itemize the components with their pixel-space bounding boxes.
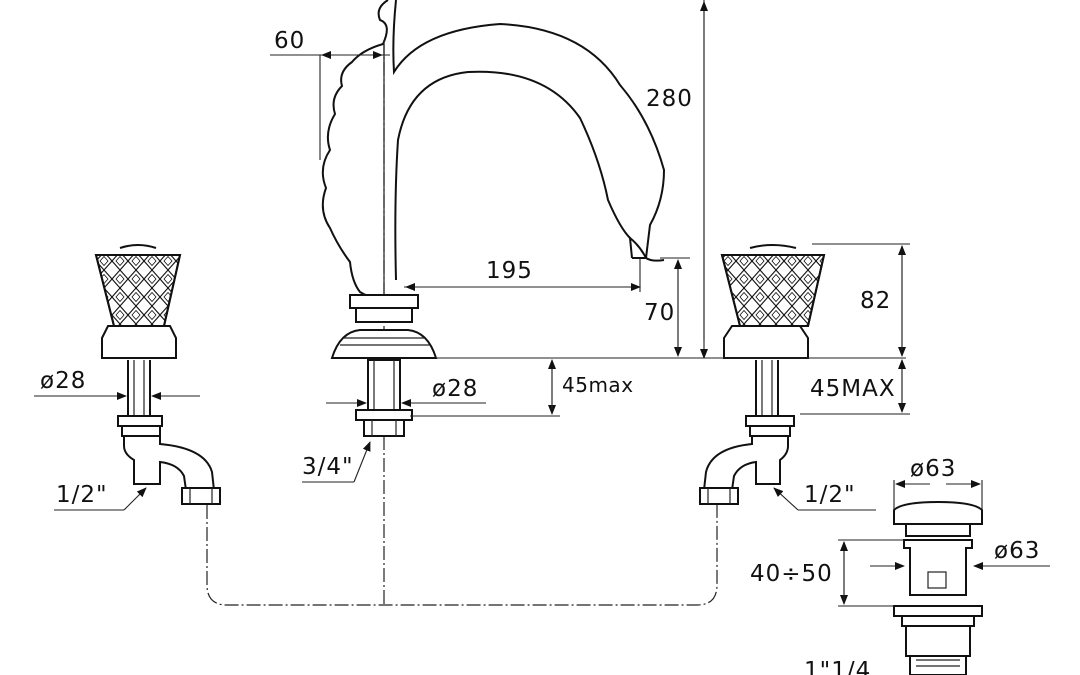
dim-waste-adjust: 40÷50: [750, 539, 904, 607]
spout-base-collar: [349, 294, 419, 309]
dim-handle-height: 82: [812, 243, 910, 357]
right-valve-elbow: [702, 435, 789, 491]
spout-wing: [321, 0, 389, 299]
center-lines: [206, 40, 718, 606]
dim-center-diameter: ø28: [326, 376, 486, 407]
dim-34-label: 3/4": [302, 454, 354, 480]
right-handle: [699, 244, 826, 505]
dim-outlet-height: 70: [644, 257, 690, 357]
dim-45max-label: 45max: [562, 373, 634, 397]
dim-waste-thread: 1"1/4: [804, 658, 871, 675]
dim-center-max: 45max: [410, 359, 634, 417]
dim-left-inlet: 1/2": [54, 482, 147, 511]
dim-45MAX-label: 45MAX: [810, 376, 896, 402]
dim-70-label: 70: [644, 300, 675, 326]
waste-cap: [893, 500, 983, 525]
swan-spout: [321, 0, 666, 437]
dim-spout-offset: 60: [270, 28, 390, 160]
dim-right-inlet: 1/2": [773, 482, 876, 511]
dim-left-o28-label: ø28: [40, 368, 86, 394]
spout-neck-inner: [394, 70, 633, 281]
dim-center-o28-label: ø28: [432, 376, 478, 402]
dim-195-label: 195: [486, 258, 533, 284]
spout-tail-body: [367, 359, 401, 411]
dim-114-label: 1"1/4: [804, 658, 871, 675]
dim-4050-label: 40÷50: [750, 561, 833, 587]
dim-center-thread: 3/4": [302, 441, 371, 483]
dim-60-label: 60: [274, 28, 305, 54]
dim-waste-top: ø63: [893, 456, 983, 510]
dim-spout-reach: 195: [404, 258, 641, 292]
dim-waste-o63-side-label: ø63: [994, 538, 1040, 564]
dim-spout-height: 280: [646, 0, 708, 359]
dim-82-label: 82: [860, 288, 891, 314]
dim-right-12-label: 1/2": [804, 482, 856, 508]
dim-waste-o63-top-label: ø63: [910, 456, 956, 482]
dim-left-12-label: 1/2": [56, 482, 108, 508]
left-valve-elbow: [123, 435, 216, 491]
left-handle: [94, 244, 221, 505]
spout-neck-outer: [392, 0, 666, 259]
dim-waste-body: ø63: [870, 538, 1050, 570]
dim-280-label: 280: [646, 86, 693, 112]
popup-waste: [893, 500, 983, 675]
spout-base-dome: [330, 329, 438, 359]
dim-right-max: 45MAX: [800, 359, 910, 415]
dim-left-diameter: ø28: [34, 368, 200, 400]
